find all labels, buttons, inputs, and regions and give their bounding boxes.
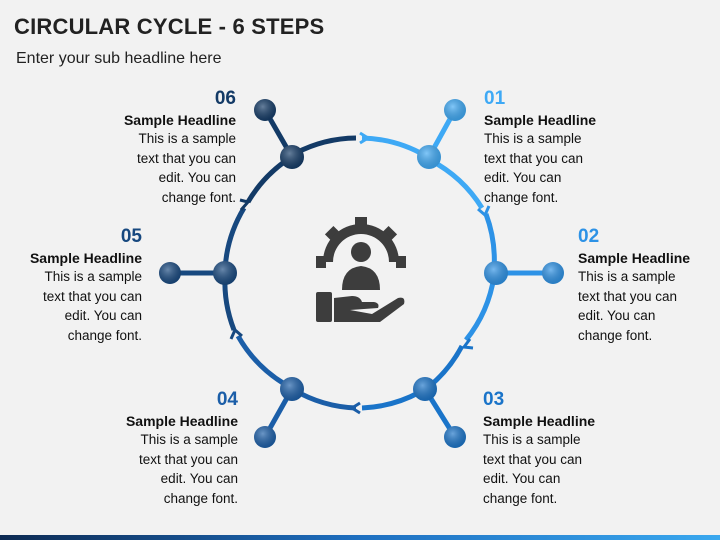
ring-node-01 bbox=[417, 145, 441, 169]
step-05: 05 Sample Headline This is a sample text… bbox=[2, 226, 142, 345]
step-number: 05 bbox=[120, 226, 142, 247]
arrow-chevron-01 bbox=[359, 131, 371, 145]
step-body-line: text that you can bbox=[578, 288, 678, 304]
step-body-line: edit. You can bbox=[483, 471, 561, 486]
ring-node-03 bbox=[413, 377, 437, 401]
step-04: 04 Sample Headline This is a sample text… bbox=[98, 389, 238, 508]
step-body-line: change font. bbox=[484, 189, 559, 205]
step-body: This is a sample text that you can edit.… bbox=[484, 129, 624, 207]
step-body-line: text that you can bbox=[138, 451, 238, 467]
step-number: 04 bbox=[216, 389, 238, 410]
step-body-line: edit. You can bbox=[158, 170, 236, 185]
step-body-line: edit. You can bbox=[484, 170, 562, 185]
outer-node-05 bbox=[159, 262, 181, 284]
arrow-chevron-05 bbox=[229, 327, 243, 340]
step-body-line: change font. bbox=[163, 490, 238, 506]
step-body-line: text that you can bbox=[42, 288, 142, 304]
outer-node-04 bbox=[254, 426, 276, 448]
step-headline: Sample Headline bbox=[123, 112, 236, 128]
outer-node-03 bbox=[444, 426, 466, 448]
cycle-arc-03b bbox=[361, 389, 422, 411]
step-headline: Sample Headline bbox=[484, 112, 597, 128]
step-body-line: This is a sample bbox=[138, 131, 236, 146]
outer-node-06 bbox=[254, 99, 276, 121]
step-body: This is a sample text that you can edit.… bbox=[96, 129, 236, 207]
cycle-arc-06b bbox=[294, 135, 357, 156]
bottom-accent-bar bbox=[0, 535, 720, 540]
step-headline: Sample Headline bbox=[125, 413, 238, 429]
step-headline: Sample Headline bbox=[29, 250, 142, 266]
cycle-arc-05b bbox=[222, 206, 247, 271]
step-01: 01 Sample Headline This is a sample text… bbox=[484, 88, 624, 207]
step-body-line: change font. bbox=[483, 490, 558, 506]
step-headline: Sample Headline bbox=[483, 413, 596, 429]
step-body-line: This is a sample bbox=[44, 269, 142, 284]
ring-node-04 bbox=[280, 377, 304, 401]
step-02: 02 Sample Headline This is a sample text… bbox=[578, 226, 718, 345]
step-body-line: This is a sample bbox=[484, 131, 582, 146]
step-number: 06 bbox=[214, 88, 236, 109]
step-body-line: text that you can bbox=[484, 150, 584, 166]
cycle-arc-01b bbox=[428, 157, 485, 210]
cycle-arc-04b bbox=[235, 334, 290, 389]
cycle-arc-01 bbox=[361, 135, 428, 159]
step-03: 03 Sample Headline This is a sample text… bbox=[483, 389, 623, 508]
step-body-line: edit. You can bbox=[64, 308, 142, 323]
step-body: This is a sample text that you can edit.… bbox=[2, 267, 142, 345]
outer-node-01 bbox=[444, 99, 466, 121]
step-body: This is a sample text that you can edit.… bbox=[98, 430, 238, 508]
cycle-arc-02b bbox=[464, 275, 497, 342]
ring-node-06 bbox=[280, 145, 304, 169]
step-06: 06 Sample Headline This is a sample text… bbox=[96, 88, 236, 207]
step-body: This is a sample text that you can edit.… bbox=[483, 430, 623, 508]
step-body: This is a sample text that you can edit.… bbox=[578, 267, 718, 345]
arrow-chevron-06 bbox=[239, 198, 251, 211]
step-body-line: change font. bbox=[67, 327, 142, 343]
step-body-line: change font. bbox=[578, 327, 653, 343]
step-number: 02 bbox=[578, 226, 600, 247]
arrow-chevron-03 bbox=[461, 338, 474, 350]
step-body-line: This is a sample bbox=[578, 269, 676, 284]
step-number: 03 bbox=[483, 389, 505, 410]
outer-node-02 bbox=[542, 262, 564, 284]
slide-subtitle: Enter your sub headline here bbox=[16, 50, 222, 67]
step-body-line: edit. You can bbox=[578, 308, 656, 323]
slide-title: CIRCULAR CYCLE - 6 STEPS bbox=[14, 14, 325, 39]
step-body-line: This is a sample bbox=[483, 432, 581, 447]
ring-node-02 bbox=[484, 261, 508, 285]
step-body-line: This is a sample bbox=[140, 432, 238, 447]
gear-person-hand-icon bbox=[316, 217, 406, 322]
ring-node-05 bbox=[213, 261, 237, 285]
step-body-line: edit. You can bbox=[160, 471, 238, 486]
arrow-chevron-02 bbox=[477, 205, 491, 218]
step-body-line: change font. bbox=[161, 189, 236, 205]
step-body-line: text that you can bbox=[483, 451, 583, 467]
step-body-line: text that you can bbox=[136, 150, 236, 166]
arrow-chevron-04 bbox=[349, 401, 361, 415]
step-number: 01 bbox=[484, 88, 506, 109]
step-headline: Sample Headline bbox=[578, 250, 691, 266]
